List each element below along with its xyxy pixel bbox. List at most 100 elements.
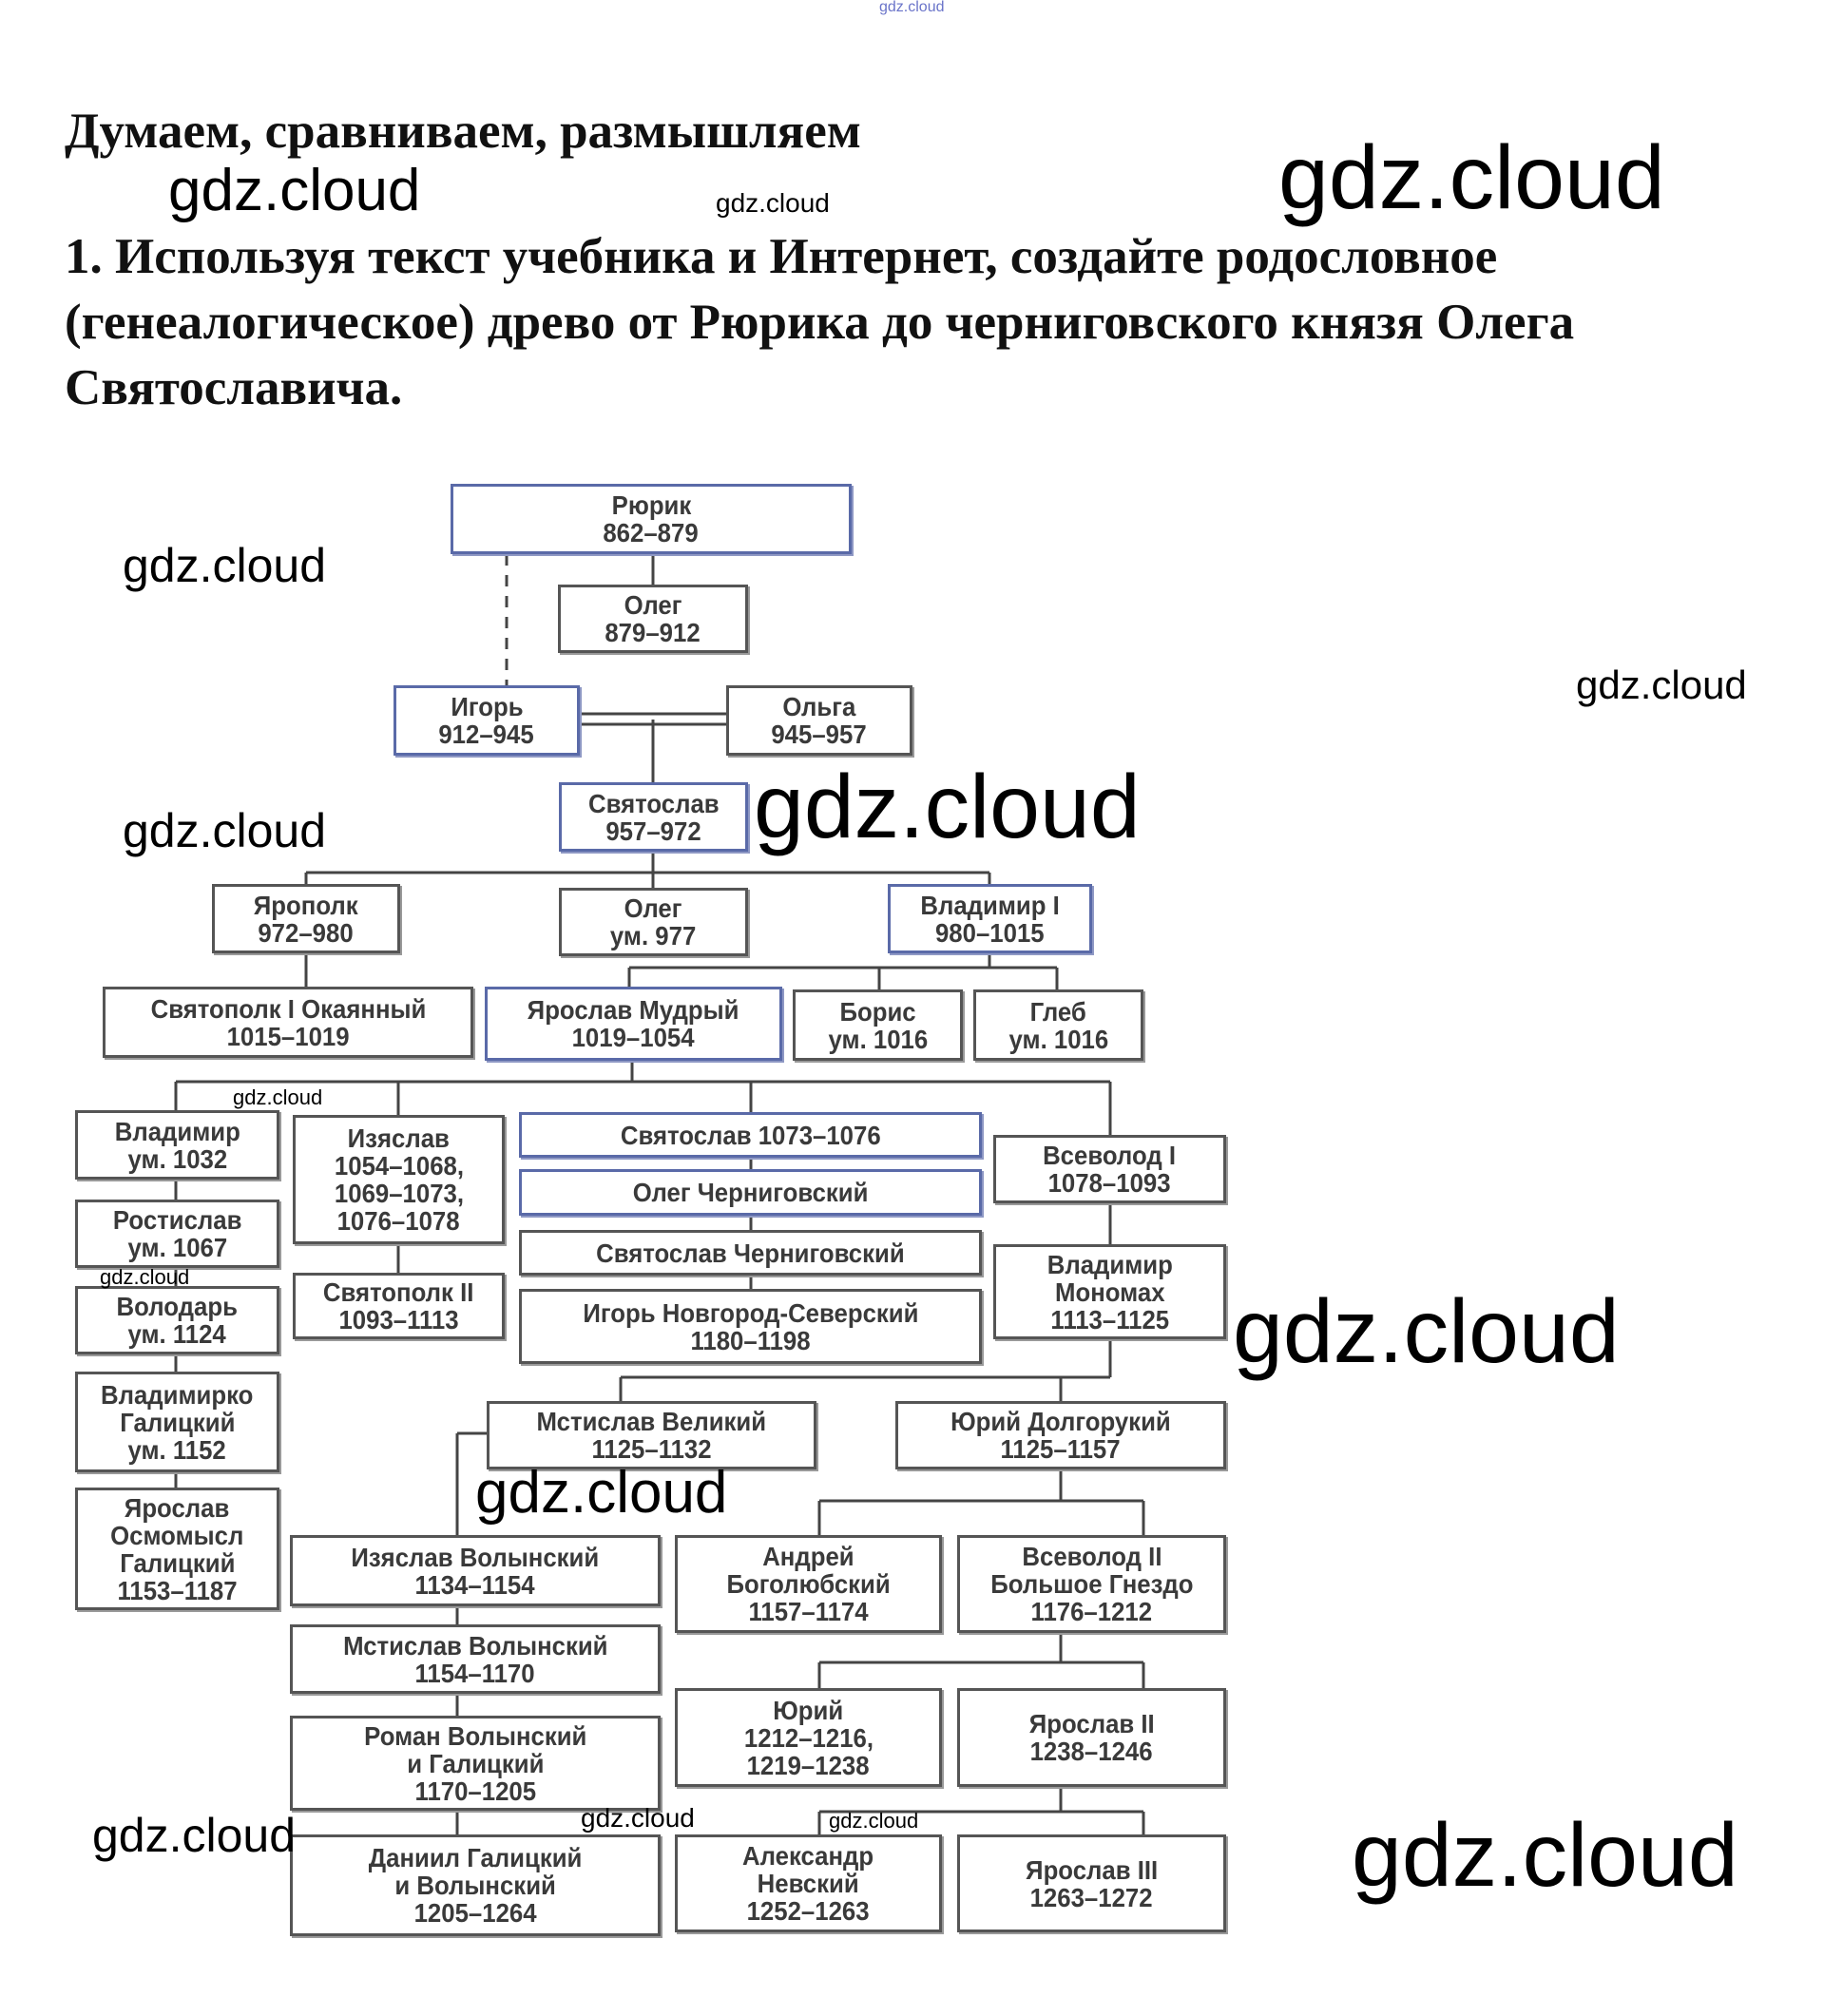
person-detail: 1069–1073, xyxy=(334,1179,464,1208)
watermark-text: gdz.cloud xyxy=(581,1803,695,1833)
person-name: Александр xyxy=(742,1841,874,1871)
person-name: Изяслав xyxy=(347,1123,451,1153)
task-text: 1. Используя текст учебника и Интернет, … xyxy=(65,224,1574,421)
person-name: Святослав 1073–1076 xyxy=(620,1120,881,1150)
watermark-text: gdz.cloud xyxy=(100,1265,190,1289)
person-detail: 1170–1205 xyxy=(414,1776,536,1806)
person-detail: 1263–1272 xyxy=(1030,1882,1153,1912)
person-detail: 1252–1263 xyxy=(747,1896,870,1926)
person-name: Юрий Долгорукий xyxy=(950,1407,1171,1436)
task-line: (генеалогическое) древо от Рюрика до чер… xyxy=(65,295,1575,350)
person-detail: 1153–1187 xyxy=(117,1575,238,1605)
person-detail: Боголюбский xyxy=(726,1569,891,1599)
watermark-text: gdz.cloud xyxy=(1233,1281,1620,1382)
person-name: Ярослав xyxy=(125,1492,230,1523)
person-detail: Галицкий xyxy=(119,1407,236,1437)
person-detail: 1019–1054 xyxy=(572,1023,695,1052)
section-heading: Думаем, сравниваем, размышляем xyxy=(65,104,861,159)
person-detail: 1157–1174 xyxy=(748,1597,869,1626)
person-name: Святополк II xyxy=(323,1277,474,1307)
person-detail: Галицкий xyxy=(119,1547,236,1578)
watermark-text: gdz.cloud xyxy=(829,1809,919,1833)
person-detail: 957–972 xyxy=(605,816,701,846)
person-name: Роман Волынский xyxy=(363,1720,587,1751)
person-detail: 1015–1019 xyxy=(226,1021,350,1051)
person-detail: 1154–1170 xyxy=(414,1658,536,1688)
person-name: Святослав Черниговский xyxy=(596,1238,905,1268)
person-detail: Большое Гнездо xyxy=(989,1569,1194,1599)
person-name: Юрий xyxy=(773,1695,844,1725)
person-detail: ум. 1016 xyxy=(828,1024,928,1054)
person-name: Рюрик xyxy=(611,490,691,520)
person-detail: 912–945 xyxy=(438,720,535,749)
person-detail: и Волынский xyxy=(394,1871,556,1900)
person-detail: 1238–1246 xyxy=(1030,1737,1153,1766)
person-name: Ярослав Мудрый xyxy=(528,995,739,1025)
person-detail: 980–1015 xyxy=(935,917,1045,948)
person-name: Ярослав II xyxy=(1028,1709,1155,1738)
person-detail: 972–980 xyxy=(258,917,355,948)
person-detail: 1078–1093 xyxy=(1048,1168,1171,1198)
person-name: Изяслав Волынский xyxy=(351,1542,600,1572)
person-name: Мстислав Волынский xyxy=(342,1630,608,1661)
person-name: Владимир I xyxy=(920,890,1060,920)
person-name: Олег xyxy=(624,590,682,620)
watermark-text: gdz.cloud xyxy=(233,1085,323,1109)
person-name: Олег xyxy=(624,893,682,923)
watermark-text: gdz.cloud xyxy=(1352,1805,1738,1906)
person-detail: ум. 1152 xyxy=(127,1434,227,1465)
person-name: Святополк I Окаянный xyxy=(150,993,426,1024)
person-detail: 1093–1113 xyxy=(338,1305,459,1334)
person-detail: и Галицкий xyxy=(406,1748,545,1778)
person-detail: Невский xyxy=(757,1869,860,1898)
person-name: Владимирко xyxy=(101,1379,254,1410)
person-detail: 1076–1078 xyxy=(337,1206,460,1236)
person-detail: 1176–1212 xyxy=(1030,1597,1153,1626)
person-detail: Мономах xyxy=(1054,1277,1165,1307)
person-detail: 1212–1216, xyxy=(743,1722,874,1753)
person-name: Ольга xyxy=(782,692,856,721)
watermark-text: gdz.cloud xyxy=(475,1460,728,1526)
person-name: Глеб xyxy=(1029,996,1087,1027)
person-detail: Осмомысл xyxy=(110,1520,244,1550)
watermark-text: gdz.cloud xyxy=(754,757,1141,857)
person-detail: 1125–1157 xyxy=(1000,1434,1122,1464)
person-name: Всеволод I xyxy=(1043,1141,1177,1170)
person-detail: 1205–1264 xyxy=(413,1898,537,1928)
person-detail: 1054–1068, xyxy=(334,1151,464,1181)
person-name: Игорь xyxy=(450,692,524,721)
person-name: Ярополк xyxy=(254,890,358,920)
task-line: 1. Используя текст учебника и Интернет, … xyxy=(65,229,1498,284)
task-line: Святославича. xyxy=(65,360,403,415)
person-name: Ярослав III xyxy=(1025,1854,1159,1885)
person-name: Святослав xyxy=(587,788,720,818)
watermark-text: gdz.cloud xyxy=(879,0,945,15)
person-detail: 1113–1125 xyxy=(1050,1304,1169,1334)
person-box-svyatoslav2: Святослав 1073–1076 xyxy=(519,1112,982,1158)
